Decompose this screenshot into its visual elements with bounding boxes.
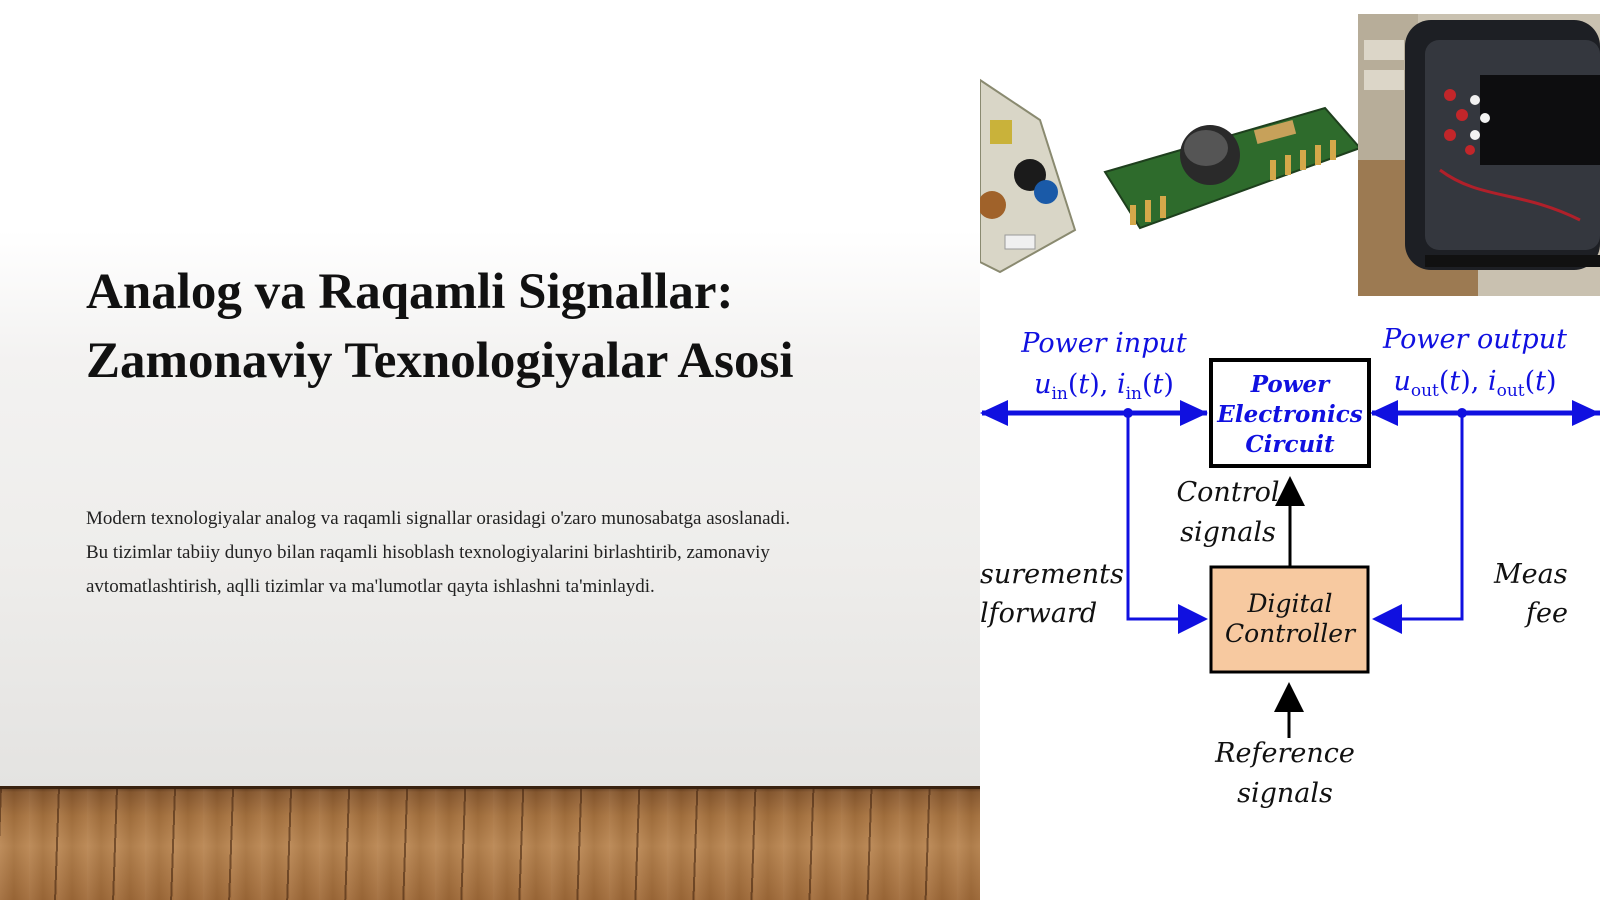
title-line-1: Analog va Raqamli Signallar: bbox=[86, 264, 734, 320]
illustration-pane: Power Electronics Circuit Digital Contro… bbox=[980, 0, 1600, 900]
pe-circuit-line-3: Circuit bbox=[1245, 431, 1335, 458]
body-line-2: Bu tizimlar tabiiy dunyo bilan raqamli h… bbox=[86, 542, 770, 563]
pe-circuit-line-1: Power bbox=[1250, 371, 1331, 398]
dc-dc-module-photo bbox=[1103, 106, 1362, 230]
feedforward-path bbox=[1126, 413, 1208, 634]
digital-controller-line-2: Controller bbox=[1225, 619, 1357, 648]
control-signals-line-1: Control bbox=[1177, 477, 1280, 508]
body-line-3: avtomatlashtirish, aqlli tizimlar va ma'… bbox=[86, 576, 655, 597]
measurements-right-label: Meas bbox=[1493, 559, 1568, 590]
power-output-variables: uout(t), iout(t) bbox=[1393, 366, 1556, 401]
wooden-floor-image bbox=[0, 786, 980, 900]
feedforward-left-label: lforward bbox=[980, 598, 1097, 629]
power-input-variables: uin(t), iin(t) bbox=[1034, 369, 1174, 404]
power-electronics-circuit-box bbox=[1209, 358, 1371, 468]
slide-body-text: Modern texnologiyalar analog va raqamli … bbox=[86, 502, 906, 604]
measurements-left-label: surements bbox=[980, 559, 1124, 590]
slide-title: Analog va Raqamli Signallar: Zamonaviy T… bbox=[86, 258, 946, 396]
power-electronics-photos bbox=[980, 14, 1600, 296]
psu-board-photo bbox=[980, 78, 1077, 274]
floor-edge bbox=[0, 786, 980, 789]
power-output-label: Power output bbox=[1382, 324, 1567, 355]
reference-signals-line-1: Reference bbox=[1214, 738, 1355, 769]
lab-equipment-photo bbox=[1358, 14, 1600, 296]
power-input-label: Power input bbox=[1020, 328, 1187, 359]
feedback-path bbox=[1372, 413, 1464, 634]
digital-controller-box bbox=[1209, 565, 1370, 674]
title-line-2: Zamonaviy Texnologiyalar Asosi bbox=[86, 333, 794, 389]
slide-background: Analog va Raqamli Signallar: Zamonaviy T… bbox=[0, 0, 980, 900]
control-signals-line-2: signals bbox=[1180, 517, 1276, 548]
feedback-right-label: fee bbox=[1524, 598, 1568, 629]
input-power-line bbox=[980, 400, 1208, 426]
reference-signals-line-2: signals bbox=[1237, 778, 1333, 809]
digital-controller-line-1: Digital bbox=[1247, 589, 1333, 618]
body-line-1: Modern texnologiyalar analog va raqamli … bbox=[86, 508, 791, 529]
pe-circuit-line-2: Electronics bbox=[1216, 401, 1362, 428]
output-power-line bbox=[1370, 400, 1600, 426]
power-electronics-block-diagram: Power Electronics Circuit Digital Contro… bbox=[980, 324, 1600, 809]
